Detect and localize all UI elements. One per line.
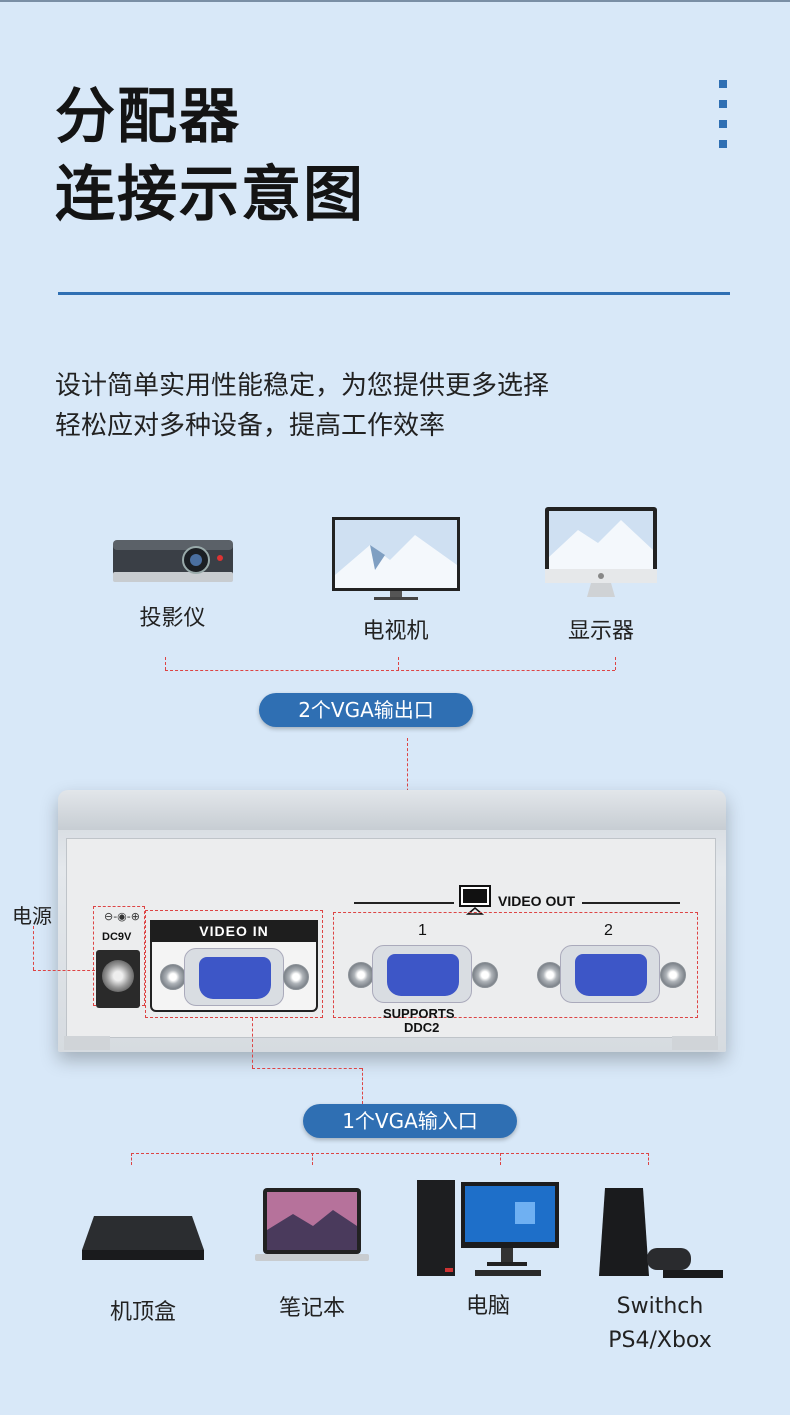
device-tv: 电视机: [328, 515, 463, 645]
polarity-icon: ⊖-◉-⊕: [104, 910, 140, 923]
screw-icon: [660, 962, 686, 988]
video-out-label: VIDEO OUT: [498, 893, 576, 909]
device-desktop-pc: 电脑: [414, 1178, 562, 1320]
vga-output-port-2[interactable]: [560, 945, 660, 1003]
device-label-set-top-box: 机顶盒: [109, 1300, 176, 1325]
vga-output-port-1[interactable]: [372, 945, 472, 1003]
video-out-rule: [582, 902, 680, 904]
connector-tick: [648, 1153, 649, 1165]
port-2-label: 2: [604, 922, 613, 939]
splitter-foot: [64, 1036, 110, 1050]
screw-icon: [472, 962, 498, 988]
description-line-2: 轻松应对多种设备，提高工作效率: [55, 411, 446, 441]
monitor-icon: [545, 507, 657, 597]
laptop-icon: [255, 1188, 369, 1261]
input-connector-line: [131, 1153, 649, 1154]
device-projector: 投影仪: [100, 528, 245, 632]
device-label-game-console-line-2: PS4/Xbox: [608, 1328, 712, 1353]
input-port-badge: 1个VGA输入口: [303, 1104, 517, 1138]
device-laptop: 笔记本: [252, 1186, 372, 1322]
supports-line-2: DDC2: [404, 1020, 440, 1035]
splitter-foot: [672, 1036, 718, 1050]
input-drop-line: [252, 1068, 362, 1069]
vertical-dots-icon: [719, 80, 727, 160]
device-label-desktop-pc: 电脑: [465, 1294, 510, 1319]
screw-icon: [283, 964, 309, 990]
input-drop-line: [252, 1018, 253, 1068]
device-game-console: Swithch PS4/Xbox: [590, 1186, 730, 1358]
video-out-highlight: [333, 912, 698, 1018]
game-console-icon: [599, 1188, 723, 1278]
set-top-box-icon: [82, 1216, 204, 1260]
vga-input-port[interactable]: [184, 948, 284, 1006]
device-label-tv: 电视机: [362, 619, 429, 644]
power-label: 电源: [12, 904, 52, 928]
projector-icon: [112, 540, 233, 582]
dc-label: DC9V: [102, 931, 132, 943]
title-divider: [58, 292, 730, 295]
connector-tick: [165, 657, 166, 670]
title-line-2: 连接示意图: [55, 160, 365, 230]
power-connector-line: [33, 926, 34, 970]
description-line-1: 设计简单实用性能稳定，为您提供更多选择: [55, 371, 550, 401]
page-title: 分配器 连接示意图: [55, 78, 365, 234]
description: 设计简单实用性能稳定，为您提供更多选择 轻松应对多种设备，提高工作效率: [55, 366, 549, 446]
output-ports-badge: 2个VGA输出口: [259, 693, 473, 727]
supports-line-1: SUPPORTS: [383, 1006, 455, 1021]
power-connector-line: [33, 970, 95, 971]
connector-tick: [312, 1153, 313, 1165]
device-set-top-box: 机顶盒: [78, 1210, 208, 1326]
connector-tick: [131, 1153, 132, 1165]
video-in-highlight: [145, 910, 323, 1018]
output-connector-line: [165, 670, 615, 671]
input-drop-line: [362, 1068, 363, 1104]
connector-tick: [398, 657, 399, 670]
splitter-top: [58, 790, 726, 830]
screw-icon: [348, 962, 374, 988]
device-label-game-console: Swithch PS4/Xbox: [590, 1290, 730, 1358]
top-border: [0, 0, 790, 2]
video-in-label: VIDEO IN: [150, 920, 318, 942]
video-out-rule: [354, 902, 454, 904]
desktop-pc-icon: [417, 1180, 559, 1276]
device-label-projector: 投影仪: [139, 606, 206, 631]
device-label-game-console-line-1: Swithch: [616, 1294, 704, 1319]
display-icon: [459, 885, 491, 915]
device-monitor: 显示器: [540, 505, 662, 645]
power-jack[interactable]: [96, 950, 140, 1008]
device-label-laptop: 笔记本: [278, 1296, 345, 1321]
screw-icon: [160, 964, 186, 990]
connector-tick: [615, 657, 616, 670]
tv-icon: [331, 517, 460, 600]
port-1-label: 1: [418, 922, 427, 939]
title-line-1: 分配器: [55, 82, 241, 152]
device-label-monitor: 显示器: [567, 619, 634, 644]
connector-tick: [500, 1153, 501, 1165]
